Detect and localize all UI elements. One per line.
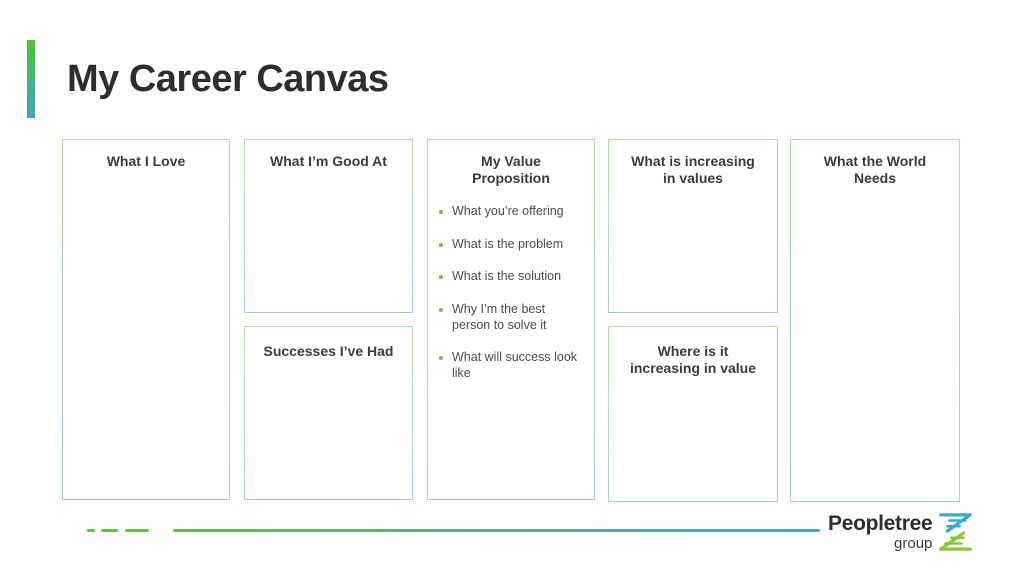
value-proposition-bullet-list: What you’re offering What is the problem… <box>428 204 594 381</box>
bullet-item: What is the solution <box>439 269 584 285</box>
canvas-box-body: What I Love <box>63 140 229 499</box>
logo-subtitle: group <box>894 535 933 552</box>
box-title-world-needs: What the World Needs <box>823 153 927 187</box>
bullet-item: What is the problem <box>439 237 584 253</box>
footer-dash <box>125 529 149 532</box>
canvas-box-body: What I’m Good At <box>245 140 412 312</box>
dna-helix-icon <box>939 513 973 551</box>
logo-name: Peopletree <box>828 512 933 535</box>
box-title-what-im-good-at: What I’m Good At <box>270 153 387 169</box>
box-title-where-increasing: Where is it increasing in value <box>629 343 757 377</box>
bullet-item: What you’re offering <box>439 204 584 220</box>
canvas-box-what-im-good-at: What I’m Good At <box>244 139 413 313</box>
box-title-increasing-in-values: What is increasing in values <box>631 153 755 187</box>
canvas-box-successes: Successes I’ve Had <box>244 326 413 500</box>
canvas-box-body: Successes I’ve Had <box>245 327 412 499</box>
canvas-box-body: What the World Needs <box>791 140 959 501</box>
footer-dash <box>101 529 118 532</box>
logo-text: Peopletree group <box>828 512 933 552</box>
accent-bar <box>27 40 35 118</box>
footer-dash <box>87 529 95 532</box>
box-title-value-proposition: My Value Proposition <box>472 153 550 187</box>
canvas-box-value-proposition: My Value Proposition What you’re offerin… <box>427 139 595 500</box>
canvas-box-world-needs: What the World Needs <box>790 139 960 502</box>
page-title: My Career Canvas <box>67 58 389 100</box>
bullet-item: What will success look like <box>439 350 584 381</box>
canvas-box-body: My Value Proposition What you’re offerin… <box>428 140 594 499</box>
canvas-box-where-increasing: Where is it increasing in value <box>608 326 778 502</box>
canvas-box-body: Where is it increasing in value <box>609 327 777 501</box>
bullet-item: Why I’m the best person to solve it <box>439 302 584 333</box>
box-title-what-i-love: What I Love <box>106 153 186 169</box>
footer-gradient-line <box>173 529 820 532</box>
canvas-box-what-i-love: What I Love <box>62 139 230 500</box>
peopletree-logo: Peopletree group <box>828 508 973 556</box>
box-title-successes: Successes I’ve Had <box>263 343 394 359</box>
canvas-box-increasing-in-values: What is increasing in values <box>608 139 778 313</box>
canvas-box-body: What is increasing in values <box>609 140 777 312</box>
